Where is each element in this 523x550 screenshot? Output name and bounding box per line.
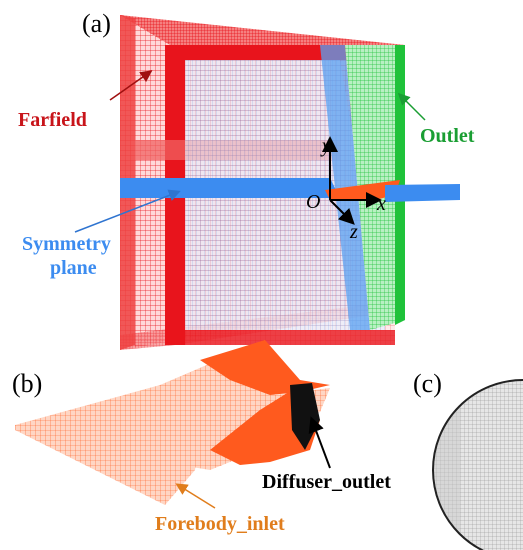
panel-c-section-mesh <box>432 379 523 550</box>
diffuser-outlet-pointer <box>308 416 331 469</box>
diffuser-outlet-label: Diffuser_outlet <box>262 471 391 493</box>
panel-a-domain <box>120 15 460 350</box>
panel-a-label: (a) <box>82 9 111 38</box>
outlet-pointer <box>397 92 426 121</box>
panel-b-inlet-mesh <box>15 340 330 505</box>
panel-b-label: (b) <box>12 369 42 398</box>
diffuser-tube <box>385 184 460 202</box>
axis-origin-label: O <box>306 191 320 213</box>
axis-x-label: x <box>376 193 386 215</box>
forebody-inlet-pointer <box>175 483 216 509</box>
forebody-inlet-label: Forebody_inlet <box>155 513 285 535</box>
cowl-body <box>200 340 330 395</box>
symmetry-label-line2: plane <box>50 257 97 279</box>
axis-y-label: y <box>320 135 331 157</box>
panel-c-label: (c) <box>413 369 442 398</box>
farfield-bottom-bar <box>165 330 395 345</box>
axis-z-label: z <box>349 221 358 243</box>
symmetry-pointer <box>74 189 181 233</box>
farfield-pointer <box>109 70 153 101</box>
farfield-label: Farfield <box>18 109 87 131</box>
outlet-label: Outlet <box>420 125 475 147</box>
symmetry-label-line1: Symmetry <box>22 233 111 255</box>
coordinate-axes: y x z O <box>306 135 386 243</box>
ramp-surface <box>120 365 330 470</box>
